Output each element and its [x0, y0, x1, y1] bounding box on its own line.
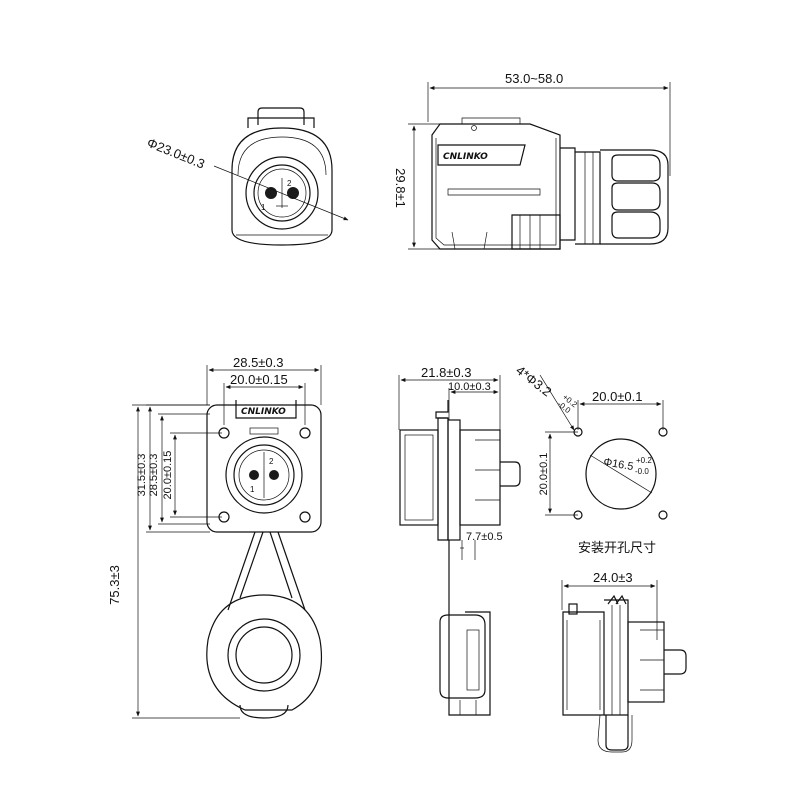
cutout-tol-plus: +0.2 — [636, 456, 652, 465]
mounting-cutout: 4*Φ3.2 +0.2 -0.0 20.0±0.1 20.0±0.1 Φ16.5… — [513, 363, 668, 555]
side-length-dim: 53.0~58.0 — [505, 71, 563, 86]
flange-offset-dim: 10.0±0.3 — [448, 381, 491, 393]
cutout-title: 安装开孔尺寸 — [578, 540, 656, 555]
flange-height-dim: 31.5±0.3 — [136, 454, 148, 497]
panel-depth-dim: 21.8±0.3 — [421, 365, 472, 380]
side-height-dim: 29.8±1 — [393, 168, 408, 208]
cutout-tol-minus: -0.0 — [635, 467, 649, 476]
overall-length-dim: 75.3±3 — [107, 565, 122, 605]
flange-inner-height-dim: 28.5±0.3 — [148, 454, 160, 497]
flange-pin-2-label: 2 — [269, 457, 274, 466]
bottom-width-dim: 24.0±3 — [593, 570, 633, 585]
flange-width-dim: 28.5±0.3 — [233, 355, 284, 370]
cutout-diameter-dim: Φ16.5 — [602, 456, 634, 473]
side-brand-logo: CNLINKO — [443, 152, 488, 162]
flange-hole-spacing-dim: 20.0±0.15 — [230, 372, 288, 387]
flange-hole-vertical-dim: 20.0±0.15 — [162, 451, 174, 500]
front-view: 2 1 Φ23.0±0.3 — [145, 107, 349, 246]
panel-thickness-dim: 7.7±0.5 — [466, 531, 503, 543]
bottom-right-view: 24.0±3 — [561, 570, 687, 753]
panel-side-view: 21.8±0.3 10.0±0.3 7.7±0.5 — [398, 365, 521, 716]
flange-brand-logo: CNLINKO — [241, 407, 286, 417]
flange-pin-1-label: 1 — [250, 485, 255, 494]
mount-holes-dim: 4*Φ3.2 — [513, 363, 554, 400]
hole-spacing-v-dim: 20.0±0.1 — [538, 453, 550, 496]
front-diameter-dim: Φ23.0±0.3 — [145, 135, 207, 172]
pin-2-label: 2 — [287, 179, 292, 188]
pin-1-label: 1 — [261, 203, 266, 212]
side-view: 53.0~58.0 29.8±1 CNLINKO — [393, 71, 671, 250]
hole-spacing-h-dim: 20.0±0.1 — [592, 389, 643, 404]
flange-view: 28.5±0.3 20.0±0.15 75.3±3 31.5±0.3 28.5±… — [107, 355, 323, 719]
